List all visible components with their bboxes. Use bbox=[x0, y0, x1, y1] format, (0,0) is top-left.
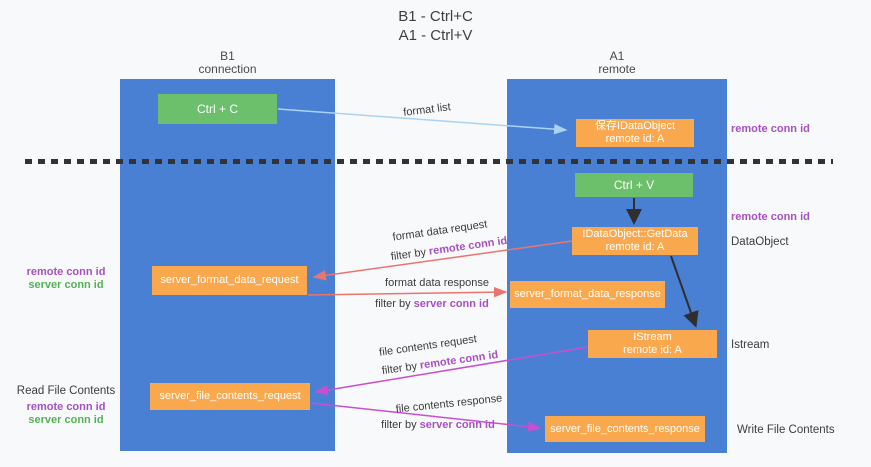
label-remote-conn-id-top-right: remote conn id bbox=[731, 123, 810, 135]
label-format-data-response: format data response bbox=[385, 277, 489, 289]
node-server-format-data-response: server_format_data_response bbox=[510, 281, 665, 308]
dashed-divider bbox=[25, 159, 833, 164]
label-dataobject: DataObject bbox=[731, 236, 789, 248]
node-getdata-line1: IDataObject::GetData bbox=[582, 228, 688, 240]
title-line-1: B1 - Ctrl+C bbox=[398, 8, 473, 25]
filter-by-text: filter by bbox=[375, 298, 411, 310]
label-remote-conn-id-mid-right: remote conn id bbox=[731, 211, 810, 223]
node-ctrl-v: Ctrl + V bbox=[575, 173, 693, 197]
node-istream-line2: remote id: A bbox=[623, 344, 682, 356]
node-server-format-data-request: server_format_data_request bbox=[152, 266, 307, 295]
label-server-conn-id-left-1: server conn id bbox=[28, 279, 104, 291]
node-server-file-contents-response-label: server_file_contents_response bbox=[550, 422, 700, 435]
node-save-dataobject: 保存IDataObject remote id: A bbox=[576, 119, 694, 147]
diagram-title: B1 - Ctrl+C A1 - Ctrl+V bbox=[0, 7, 871, 45]
left-conn-id-stack-2: Read File Contents remote conn id server… bbox=[10, 385, 122, 427]
label-istream: Istream bbox=[731, 339, 770, 351]
remote-conn-id-text: remote conn id bbox=[428, 234, 508, 258]
server-conn-id-text: server conn id bbox=[413, 298, 489, 310]
node-ctrl-c-label: Ctrl + C bbox=[196, 101, 238, 116]
node-server-format-data-response-label: server_format_data_response bbox=[514, 288, 661, 300]
left-conn-id-stack-1: remote conn id server conn id bbox=[10, 266, 122, 292]
filter-by-text: filter by bbox=[381, 419, 417, 431]
left-column-header: B1 connection bbox=[120, 50, 335, 76]
server-conn-id-text: server conn id bbox=[419, 419, 495, 431]
arrow-format-data-response bbox=[307, 286, 508, 298]
node-server-file-contents-response: server_file_contents_response bbox=[545, 416, 705, 442]
node-istream-line1: IStream bbox=[633, 331, 672, 343]
title-line-2: A1 - Ctrl+V bbox=[398, 27, 473, 44]
node-server-file-contents-request-label: server_file_contents_request bbox=[159, 390, 301, 402]
filter-by-text: filter by bbox=[381, 360, 418, 378]
node-ctrl-c: Ctrl + C bbox=[158, 94, 277, 124]
label-remote-conn-id-left-2: remote conn id bbox=[26, 401, 106, 413]
remote-conn-id-text: remote conn id bbox=[419, 348, 499, 372]
label-read-file-contents: Read File Contents bbox=[16, 385, 116, 397]
node-save-dataobject-line1: 保存IDataObject bbox=[594, 120, 676, 132]
node-server-file-contents-request: server_file_contents_request bbox=[150, 383, 310, 410]
label-format-list: format list bbox=[402, 101, 452, 119]
label-remote-conn-id-left-1: remote conn id bbox=[26, 266, 106, 278]
label-file-contents-response: file contents response bbox=[395, 392, 503, 416]
label-server-conn-id-left-2: server conn id bbox=[28, 414, 104, 426]
node-getdata: IDataObject::GetData remote id: A bbox=[572, 227, 698, 255]
label-write-file-contents: Write File Contents bbox=[737, 424, 835, 436]
right-column-header: A1 remote bbox=[507, 50, 727, 76]
right-column-name: A1 bbox=[609, 49, 625, 63]
node-ctrl-v-label: Ctrl + V bbox=[613, 177, 655, 192]
right-column-role: remote bbox=[598, 62, 636, 76]
filter-by-text: filter by bbox=[390, 246, 427, 264]
node-getdata-line2: remote id: A bbox=[605, 241, 665, 253]
node-server-format-data-request-label: server_format_data_request bbox=[160, 274, 299, 286]
left-column-name: B1 bbox=[220, 49, 235, 63]
node-save-dataobject-line2: remote id: A bbox=[605, 133, 665, 145]
node-istream: IStream remote id: A bbox=[588, 330, 717, 358]
left-column-role: connection bbox=[198, 62, 257, 76]
